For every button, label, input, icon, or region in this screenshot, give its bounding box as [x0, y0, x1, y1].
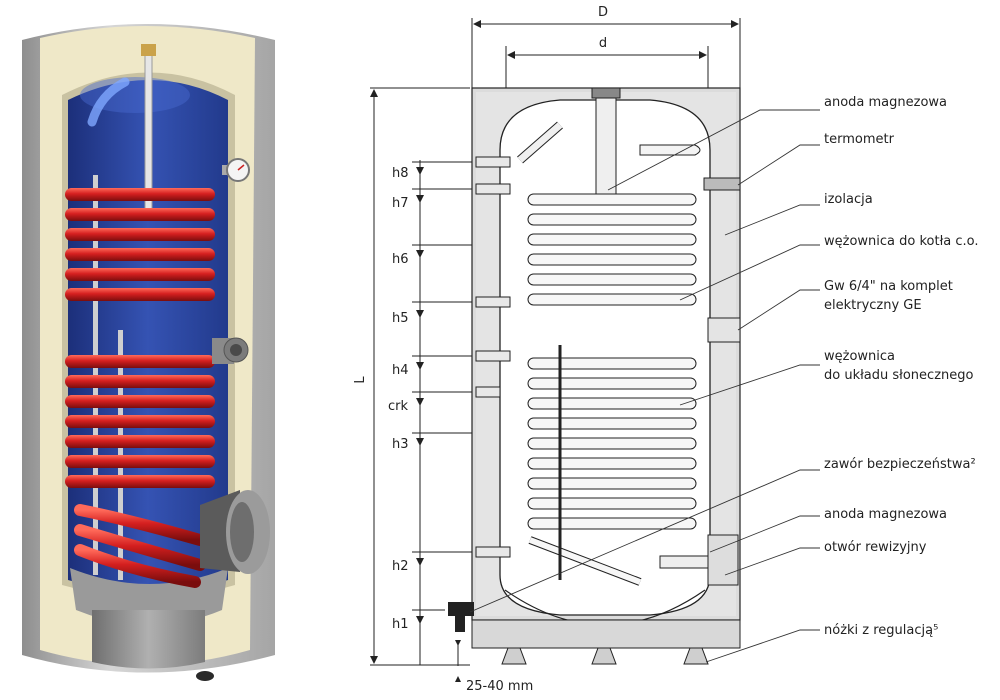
side-socket [212, 337, 249, 364]
callout-thermometer: termometr [824, 132, 895, 147]
connection-stubs [448, 156, 511, 632]
technical-drawing: D d L [353, 5, 979, 694]
electric-socket [707, 317, 741, 343]
callout-safety-valve: zawór bezpieczeństwa² [824, 457, 976, 472]
callout-boiler-coil: wężownica do kotła c.o. [824, 234, 979, 249]
dim-D-label: D [598, 5, 608, 20]
height-label: h3 [392, 437, 409, 452]
foot [196, 671, 214, 681]
upper-coil [65, 188, 215, 301]
height-ladder [412, 160, 520, 665]
callout-anode-bottom: anoda magnezowa [824, 507, 947, 522]
height-label: h8 [392, 166, 409, 181]
height-labels: h8 h7 h6 h5 h4 crk h3 h2 h1 [388, 166, 409, 632]
inspection-flange [200, 490, 270, 574]
feet [501, 647, 709, 665]
feet-adjust-label: 25-40 mm [466, 679, 533, 694]
callout-electric-line1: Gw 6/4" na komplet [824, 279, 953, 294]
dim-L-label: L [353, 376, 368, 384]
inspection-port [659, 534, 739, 586]
dim-total-height: L [353, 87, 470, 666]
callout-solar-line1: wężownica [824, 349, 895, 364]
drawing-upper-coil [527, 193, 697, 306]
height-label: h6 [392, 252, 409, 267]
callout-anode-top: anoda magnezowa [824, 95, 947, 110]
height-label: h5 [392, 311, 409, 326]
thermometer [222, 158, 250, 182]
callouts: anoda magnezowa termometr izolacja wężow… [824, 95, 979, 638]
lower-coil [65, 355, 215, 588]
height-label: h1 [392, 617, 409, 632]
top-anode [595, 91, 617, 203]
dim-feet-adjust: 25-40 mm [455, 640, 533, 694]
height-label: h7 [392, 196, 409, 211]
cutaway-render [22, 24, 275, 681]
drawing-lower-coil [527, 357, 697, 586]
callout-feet: nóżki z regulacją⁵ [824, 623, 938, 638]
pedestal [92, 610, 205, 669]
height-label: h2 [392, 559, 409, 574]
dim-inner-width: d [505, 36, 709, 95]
callout-inspection: otwór rewizyjny [824, 540, 927, 555]
leader-lines [469, 109, 820, 663]
anode-cap [141, 44, 156, 56]
callout-solar-line2: do układu słonecznego [824, 368, 974, 383]
dim-outer-width: D [471, 5, 741, 90]
height-label: h4 [392, 363, 409, 378]
height-label: crk [388, 399, 408, 414]
callout-insulation: izolacja [824, 192, 873, 207]
dim-d-label: d [599, 36, 607, 51]
callout-electric-line2: elektryczny GE [824, 298, 922, 313]
